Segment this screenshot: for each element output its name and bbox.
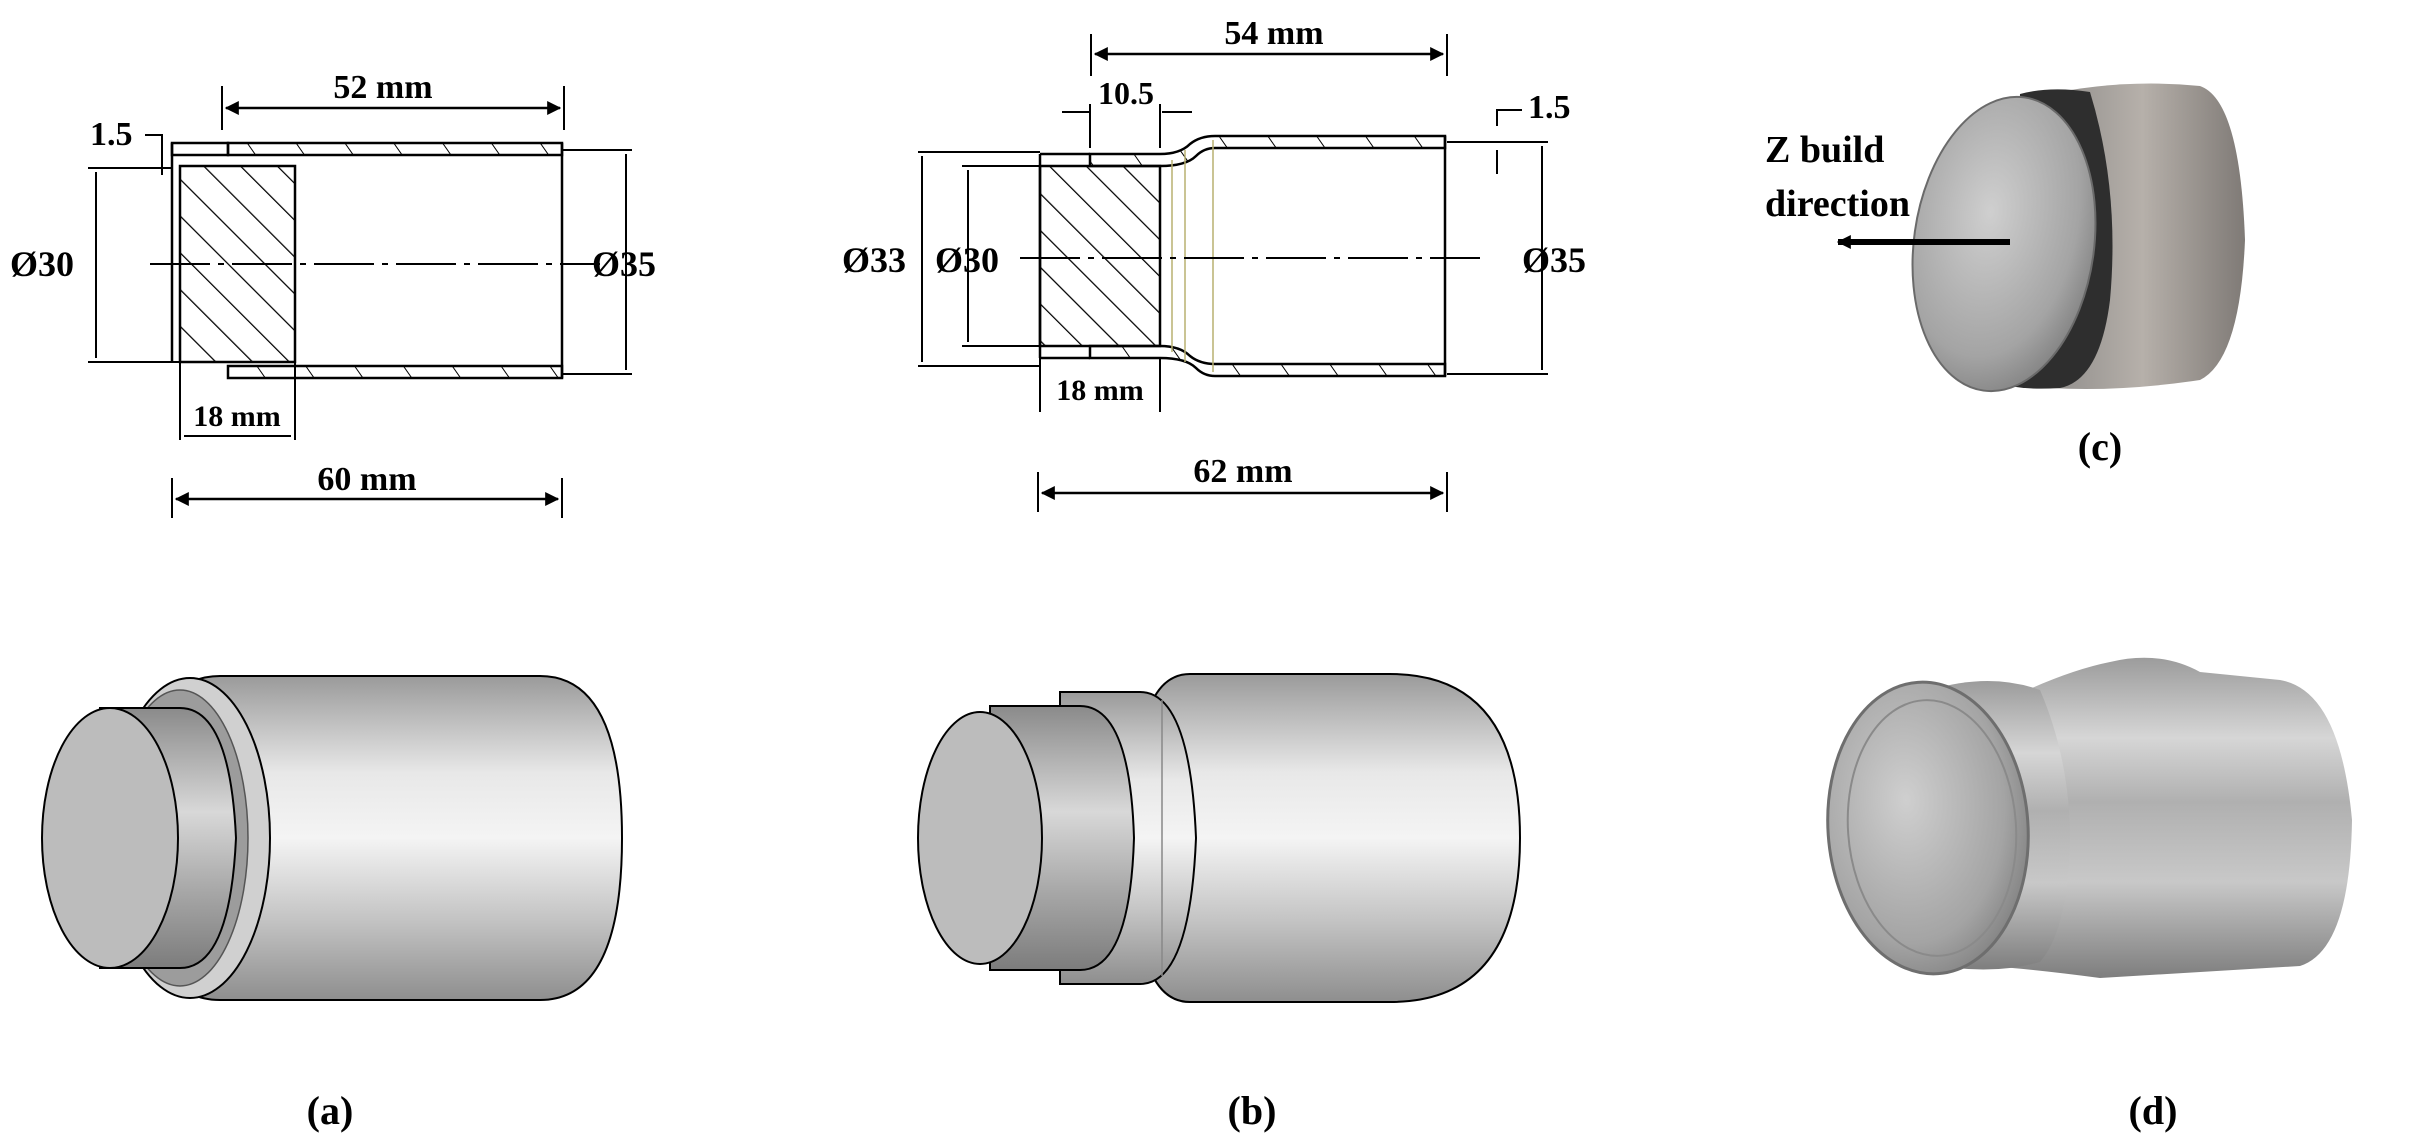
dim-dia35-a: Ø35 [592,244,656,284]
panel-label-b: (b) [1228,1088,1277,1133]
dim-dia30-a: Ø30 [10,244,74,284]
tube-upper-wall [1088,134,1447,168]
dim-1.5-b: 1.5 [1528,89,1571,126]
panel-c-photo: Z build direction [1765,83,2245,393]
dim-dia33: Ø33 [842,240,906,280]
formed-tube-body [1990,657,2352,978]
panel-a-render [41,675,624,1001]
dim-dia35-b: Ø35 [1522,240,1586,280]
tube-bottom-wall [226,364,564,380]
plug-top-wall [170,141,230,157]
plug-face-b [917,711,1043,965]
dim-1.5-a: 1.5 [90,116,133,153]
dim-18mm-a: 18 mm [193,400,280,433]
panel-a-drawing: 52 mm 1.5 Ø30 Ø35 18 mm 60 mm [10,69,656,518]
annotation-direction: direction [1765,183,1910,225]
tube-lower-wall [1088,344,1447,378]
plug-section-b [1038,164,1162,348]
dim-60mm: 60 mm [317,461,416,498]
dim-52mm: 52 mm [333,69,432,106]
dim-62mm: 62 mm [1193,453,1292,490]
panel-label-c: (c) [2078,424,2122,469]
plug-face-a [41,707,179,969]
panel-label-d: (d) [2129,1088,2178,1133]
panel-b-render [917,673,1522,1003]
dim-dia30-b: Ø30 [935,240,999,280]
panel-d-photo [1826,657,2352,978]
panel-b-drawing: 54 mm 10.5 1.5 Ø33 Ø30 Ø35 18 mm 62 mm [842,15,1586,512]
dim-18mm-b: 18 mm [1056,374,1143,407]
tube-top-wall [226,141,564,157]
dim-54mm: 54 mm [1224,15,1323,52]
annotation-z-build: Z build [1765,129,1884,171]
dim-10.5: 10.5 [1098,75,1154,111]
panel-label-a: (a) [307,1088,354,1133]
plug-face-d [1826,680,2030,976]
